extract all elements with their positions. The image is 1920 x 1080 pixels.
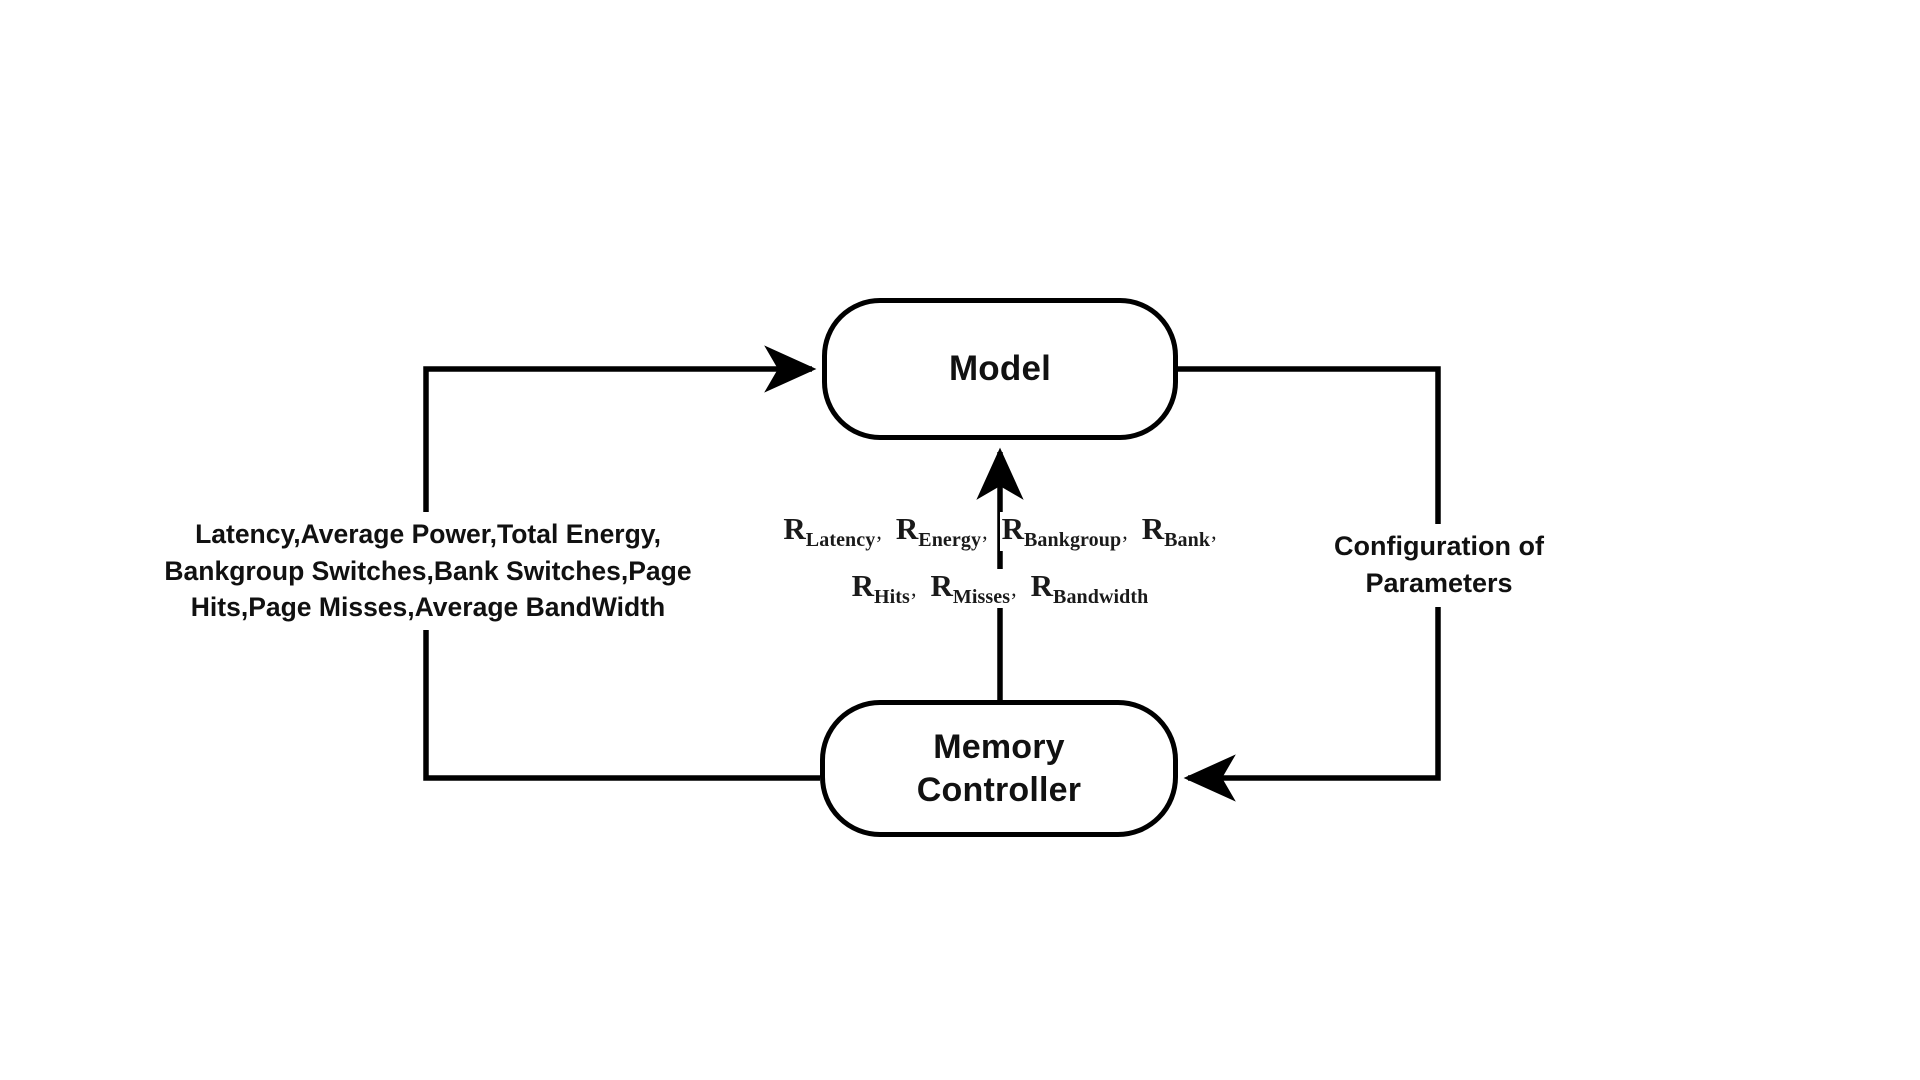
edge-label-configuration: Configuration of Parameters (1294, 524, 1584, 607)
node-memory-controller[interactable]: Memory Controller (820, 700, 1178, 837)
node-model[interactable]: Model (822, 298, 1178, 440)
node-model-label: Model (948, 349, 1052, 388)
node-memory-controller-label: Memory Controller (916, 728, 1082, 809)
edge-label-outputs: Latency,Average Power,Total Energy, Bank… (118, 512, 738, 630)
